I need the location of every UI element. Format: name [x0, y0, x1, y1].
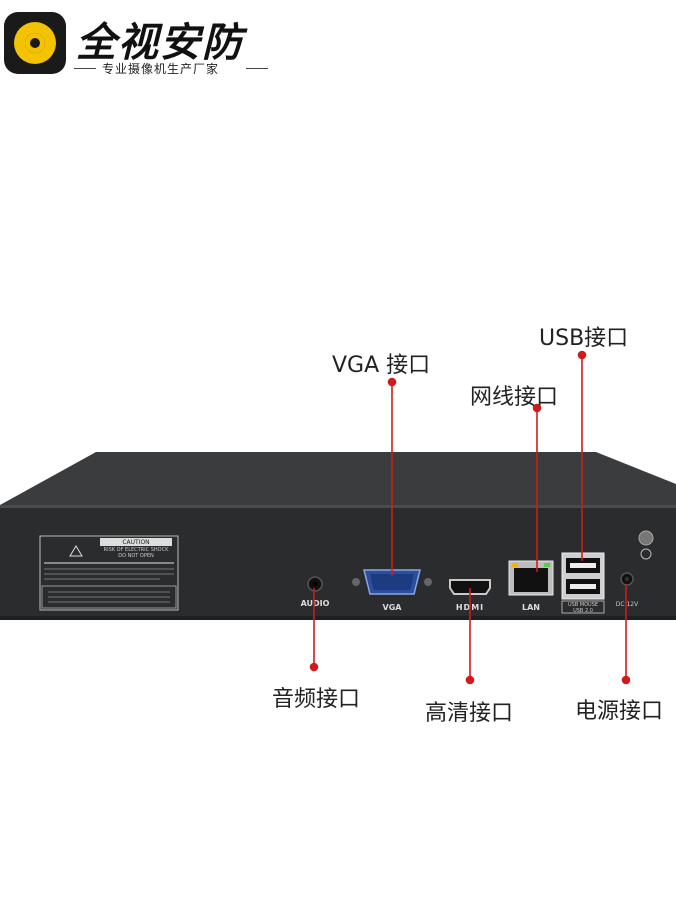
- callout-audio: 音频接口: [272, 687, 361, 712]
- caution-line-1: RISK OF ELECTRIC SHOCK: [104, 547, 169, 553]
- lan-port: LAN: [508, 560, 554, 612]
- camera-lens-icon: [4, 12, 66, 74]
- audio-port: AUDIO: [301, 576, 330, 608]
- usb-version-label: USB 2.0: [573, 608, 593, 614]
- audio-port-label: AUDIO: [301, 599, 330, 608]
- vga-port: VGA: [352, 569, 432, 612]
- tagline-rule-right: [246, 68, 268, 69]
- callout-vga: VGA 接口: [332, 353, 431, 378]
- brand-tagline: 专业摄像机生产厂家: [102, 62, 220, 76]
- caution-title: CAUTION: [122, 539, 149, 546]
- callout-power: 电源接口: [575, 699, 664, 724]
- callout-lan: 网线接口: [470, 385, 559, 410]
- vga-port-label: VGA: [383, 603, 403, 612]
- callout-pointers: [309, 350, 631, 685]
- usb-mouse-label: USB MOUSE: [568, 602, 598, 608]
- usb-ports: USB MOUSE USB 2.0: [561, 552, 605, 614]
- device-top-surface: [0, 452, 676, 505]
- caution-line-2: DO NOT OPEN: [118, 553, 154, 559]
- callout-usb: USB接口: [539, 326, 629, 351]
- tagline-rule-left: [74, 68, 96, 69]
- brand-name: 全视安防: [76, 20, 244, 66]
- ground-screw: [638, 530, 654, 560]
- callout-hdmi: 高清接口: [425, 701, 514, 726]
- brand-logo: 全视安防 专业摄像机生产厂家: [0, 0, 300, 82]
- caution-sticker: CAUTION RISK OF ELECTRIC SHOCK DO NOT OP…: [39, 535, 179, 611]
- power-jack: DC 12V: [616, 572, 639, 608]
- lan-port-label: LAN: [522, 603, 540, 612]
- dc-label: DC 12V: [616, 601, 639, 608]
